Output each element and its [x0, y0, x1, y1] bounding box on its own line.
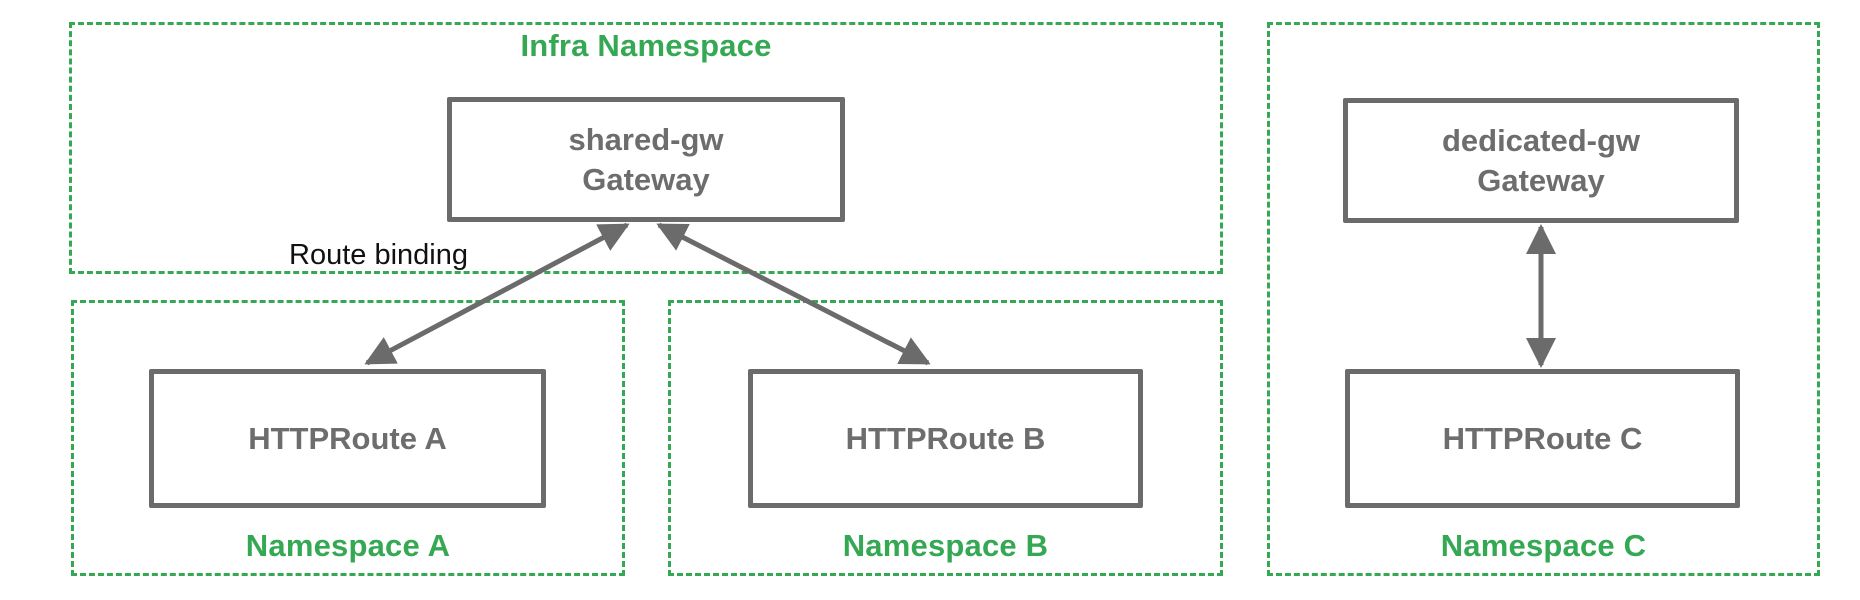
namespace-c-boundary: Namespace C: [1267, 22, 1820, 576]
namespace-b-boundary: Namespace B: [668, 300, 1223, 576]
node-http-route-c-label: HTTPRoute C: [1442, 420, 1643, 456]
node-dedicated-gw-gateway: dedicated-gw Gateway: [1343, 98, 1739, 223]
node-http-route-a-label: HTTPRoute A: [248, 420, 447, 456]
node-shared-gw-name: shared-gw: [568, 121, 724, 157]
node-http-route-a: HTTPRoute A: [149, 369, 546, 508]
node-dedicated-gw-name: dedicated-gw: [1441, 122, 1641, 158]
route-binding-annotation: Route binding: [289, 239, 468, 271]
node-shared-gw-gateway: shared-gw Gateway: [447, 97, 845, 222]
namespace-infra-boundary: Infra Namespace: [69, 22, 1223, 274]
namespace-infra-label: Infra Namespace: [520, 28, 772, 63]
namespace-b-label: Namespace B: [842, 528, 1049, 563]
node-dedicated-gw-kind: Gateway: [1477, 162, 1605, 198]
node-http-route-b: HTTPRoute B: [748, 369, 1143, 508]
node-http-route-b-label: HTTPRoute B: [845, 420, 1046, 456]
namespace-a-boundary: Namespace A: [71, 300, 625, 576]
node-shared-gw-kind: Gateway: [582, 161, 710, 197]
node-http-route-c: HTTPRoute C: [1345, 369, 1740, 508]
namespace-c-label: Namespace C: [1440, 528, 1647, 563]
namespace-a-label: Namespace A: [245, 528, 451, 563]
